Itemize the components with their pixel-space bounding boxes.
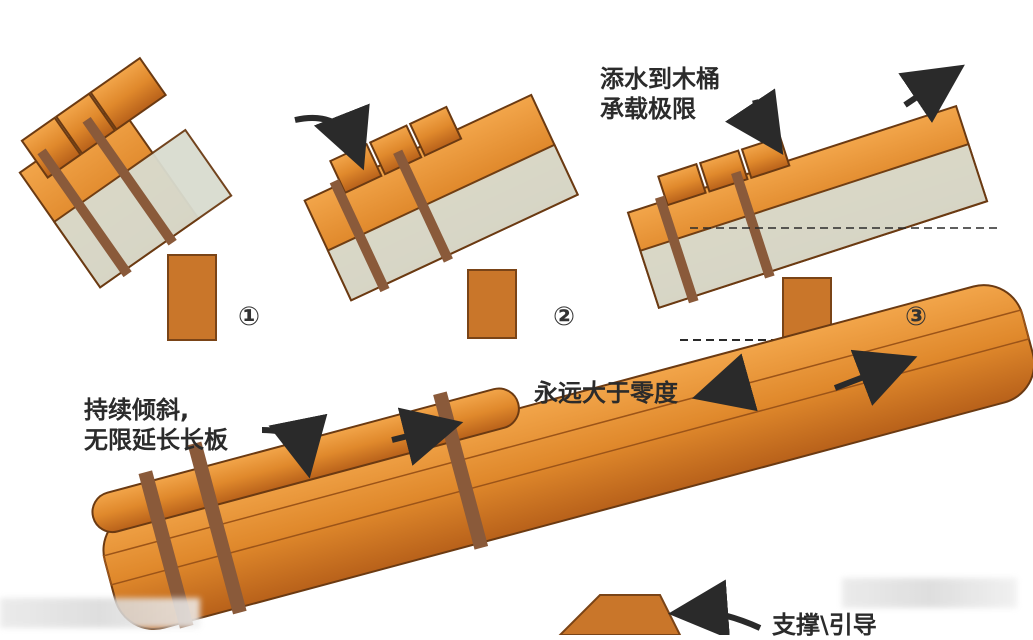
watermark-blur-left — [0, 598, 200, 628]
arrow-up-right-2 — [833, 349, 918, 406]
bucket-1 — [18, 56, 233, 341]
arrow-note-3 — [725, 88, 784, 155]
support-block-4 — [558, 594, 682, 635]
support-block-1 — [167, 254, 217, 341]
step-number-2: ② — [553, 302, 576, 332]
extend-note-line2: 无限延长长板 — [84, 426, 228, 454]
watermark-blur-right — [842, 578, 1017, 608]
arrow-right — [391, 407, 464, 466]
support-note: 支撑\引导 — [772, 611, 877, 639]
arrows — [261, 64, 965, 635]
extend-note-line1: 持续倾斜, — [84, 396, 190, 424]
bucket-2 — [303, 93, 580, 339]
angle-note: 永远大于零度 — [534, 379, 678, 407]
step3-note: 添水到木桶 承载极限 — [600, 64, 720, 124]
step-number-1: ① — [238, 302, 261, 332]
arrow-angle — [691, 353, 758, 412]
arrow-up-right-1 — [898, 64, 965, 124]
arrow-support — [668, 579, 762, 635]
step3-note-line1: 添水到木桶 — [600, 65, 720, 93]
arrow-step1-to-2 — [294, 103, 370, 171]
step3-note-line2: 承载极限 — [600, 95, 696, 123]
extend-note: 持续倾斜, 无限延长长板 — [84, 395, 228, 455]
support-block-2 — [467, 269, 517, 339]
arrow-extend — [261, 413, 328, 479]
step-number-3: ③ — [905, 302, 928, 332]
bucket-3 — [626, 104, 1000, 341]
